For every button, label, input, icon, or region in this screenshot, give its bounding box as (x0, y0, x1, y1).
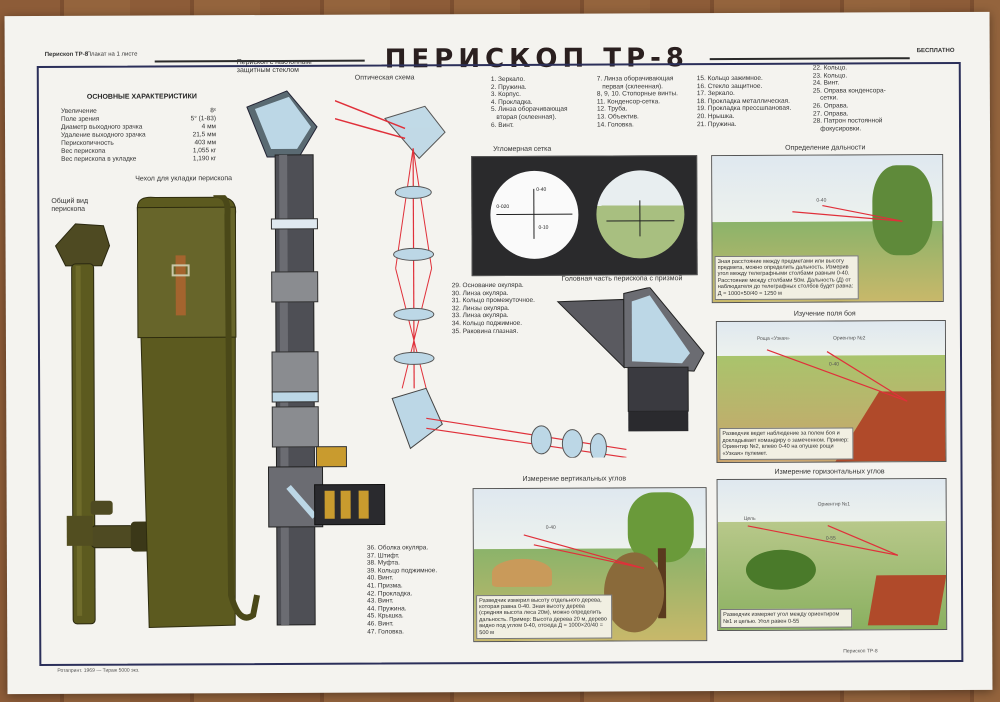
parts-list-2: 7. Линза оборачивающая первая (склеенная… (596, 75, 678, 129)
optical-scheme-label: Оптическая схема (354, 74, 415, 82)
reticle-label: Угломерная сетка (493, 145, 552, 154)
distance-label: Определение дальности (785, 144, 866, 152)
grove-label: Роща «Узкая» (756, 335, 790, 342)
reticle-mark: 0-020 (496, 203, 510, 211)
footer-left: Ротапринт. 1969 — Тираж 5000 экз. (57, 667, 140, 674)
title-rule-right (709, 57, 910, 61)
tilted-glass-label: Перископ с наклонным защитным стеклом (236, 58, 312, 75)
reticle-view-circle (596, 170, 685, 259)
target-label: Цель (743, 515, 756, 522)
footer-right: Перископ ТР-8 (843, 648, 878, 655)
parts-list-5: 29. Основание окуляра. 30. Линза окуляра… (451, 281, 535, 335)
general-view-label: Общий вид перископа (51, 197, 89, 213)
distance-scene: 0-40 Зная расстояние между предметами ил… (711, 154, 944, 304)
battlefield-angle: 0-40 (829, 361, 840, 368)
periscope-head-illustration (556, 287, 705, 432)
parts-list-4: 22. Кольцо. 23. Кольцо. 24. Винт. 25. Оп… (812, 64, 886, 133)
landmark2-label: Ориентир №2 (832, 335, 866, 342)
vertical-caption: Разведчик измерил высоту отдельного дере… (476, 594, 613, 640)
reticle-mark: 0-10 (538, 224, 549, 231)
horizontal-angle: 0-55 (825, 535, 836, 542)
vertical-scene: 0-40 Разведчик измерил высоту отдельного… (472, 487, 708, 643)
header-right: БЕСПЛАТНО (916, 48, 955, 55)
battlefield-scene: Роща «Узкая» Ориентир №2 0-40 Разведчик … (715, 320, 947, 464)
optical-scheme-diagram (334, 100, 627, 459)
battlefield-caption: Разведчик ведет наблюдение за полем боя … (719, 427, 854, 461)
distance-caption: Зная расстояние между предметами или выс… (714, 254, 859, 301)
parts-list-3: 15. Кольцо зажимное. 16. Стекло защитное… (696, 74, 792, 128)
distance-angle: 0-40 (816, 197, 827, 204)
horizontal-caption: Разведчик измеряет угол между ориентиром… (720, 608, 853, 629)
periscope-cutaway-illustration (246, 90, 386, 626)
landmark1-label: Ориентир №1 (817, 501, 851, 508)
parts-list-6: 36. Оболка окуляра. 37. Штифт. 38. Муфта… (366, 544, 438, 636)
battlefield-label: Изучение поля боя (793, 310, 856, 318)
vertical-angle: 0-40 (545, 524, 556, 531)
case-illustration (136, 195, 260, 629)
horizontal-scene: Цель Ориентир №1 0-55 Разведчик измеряет… (716, 478, 948, 632)
horizontal-label: Измерение горизонтальных углов (774, 468, 885, 476)
header-left: Перископ ТР-8 (44, 51, 88, 58)
reticle-circle: 0-020 0-40 0-10 (490, 170, 579, 260)
reticle-panel: 0-020 0-40 0-10 (471, 155, 698, 277)
poster: Перископ ТР-8 Плакат на 1 листе ПЕРИСКОП… (4, 11, 993, 695)
head-label: Головная часть перископа с призмой (561, 275, 683, 283)
reticle-mark: 0-40 (536, 186, 547, 193)
periscope-general-view-illustration (54, 223, 151, 625)
parts-list-1: 1. Зеркало. 2. Пружина. 3. Корпус. 4. Пр… (490, 75, 568, 129)
header-left-small: Плакат на 1 листе (86, 51, 138, 58)
specs-heading: ОСНОВНЫЕ ХАРАКТЕРИСТИКИ (86, 93, 197, 101)
vertical-label: Измерение вертикальных углов (522, 475, 627, 483)
